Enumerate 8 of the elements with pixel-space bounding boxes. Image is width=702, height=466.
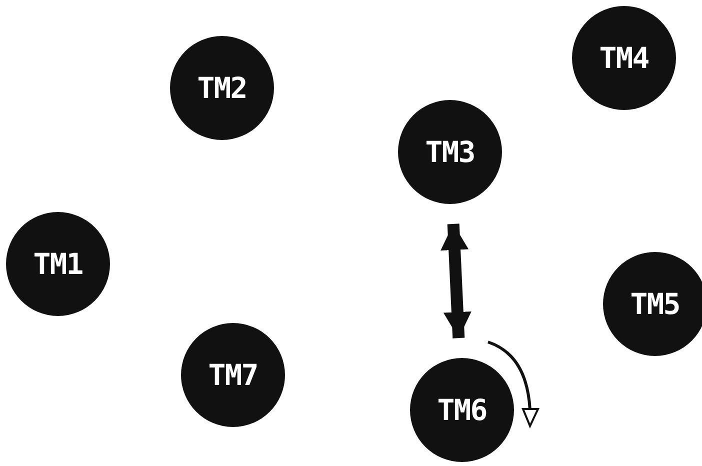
node-label: TM1 xyxy=(33,247,83,281)
node-label: TM7 xyxy=(208,358,258,392)
node-label: TM2 xyxy=(197,71,247,105)
node-label: TM5 xyxy=(630,287,680,321)
node-label: TM4 xyxy=(599,41,649,75)
node-label: TM3 xyxy=(425,135,475,169)
double-arrow xyxy=(440,224,472,338)
node-label: TM6 xyxy=(437,393,487,427)
